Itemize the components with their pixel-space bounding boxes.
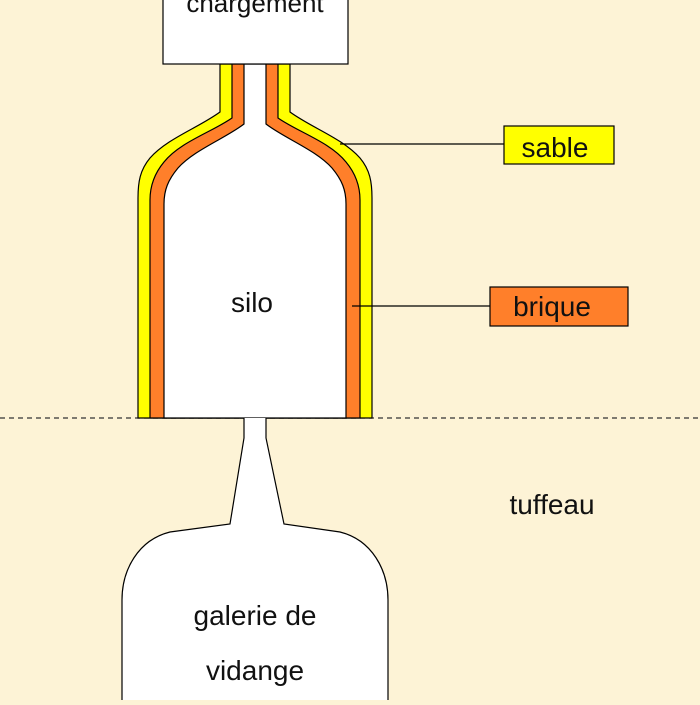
brique-label-box	[489, 286, 629, 327]
sable-label: sable	[522, 132, 589, 163]
galerie-label-line1: galerie de	[194, 600, 317, 631]
silo-interior	[163, 63, 347, 419]
chargement-box	[162, 0, 349, 65]
silo-label: silo	[231, 287, 273, 318]
galerie-label-line2: vidange	[206, 655, 304, 686]
brique-label: brique	[513, 291, 591, 322]
tuffeau-label: tuffeau	[509, 489, 594, 520]
sable-label-box	[503, 125, 615, 165]
galerie-de-vidange-shape	[121, 418, 389, 705]
chargement-label: chargement	[186, 0, 324, 18]
